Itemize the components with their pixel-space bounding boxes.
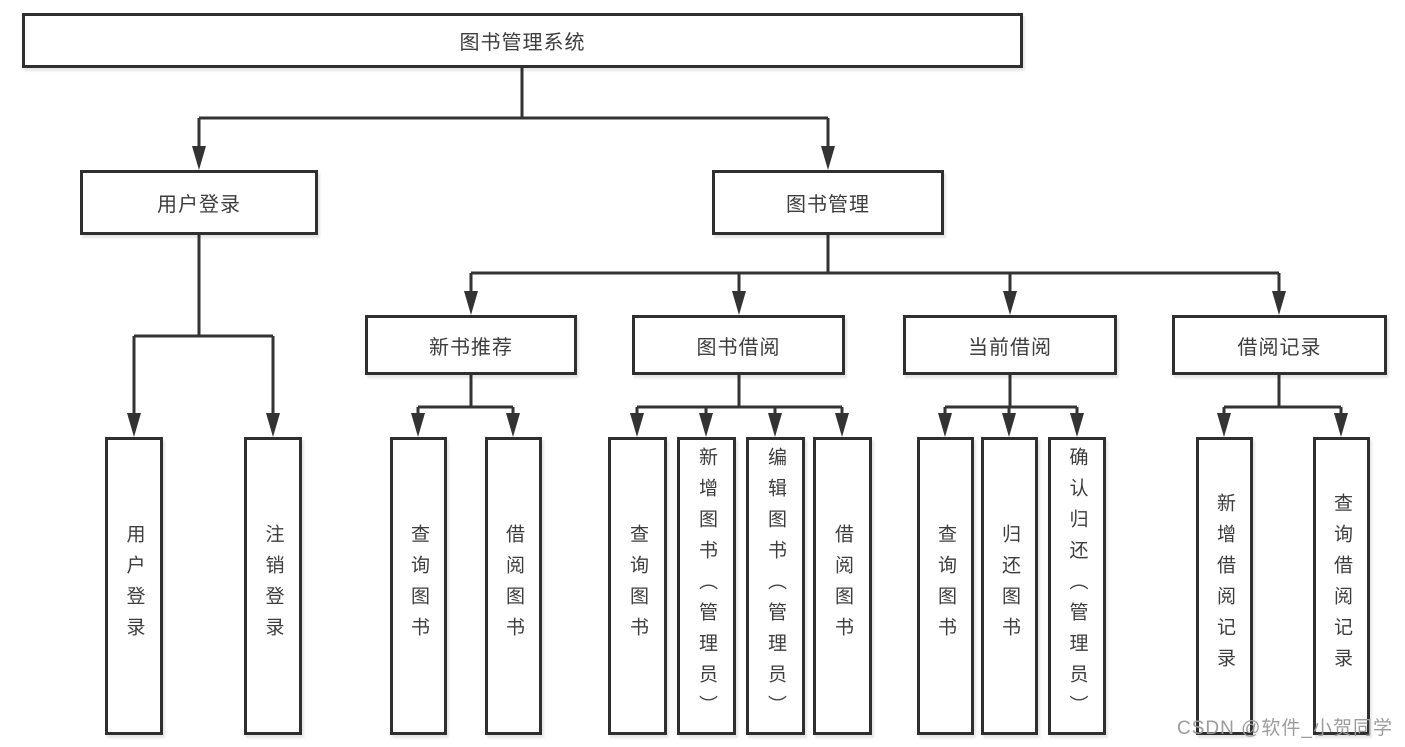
leaf-return-books: 归还图书 (981, 437, 1038, 735)
leaf-query-borrow-record: 查询借阅记录 (1313, 437, 1370, 735)
leaf-query-books-borrowing-label: 查询图书 (627, 524, 648, 648)
node-new-book-recommend-label: 新书推荐 (429, 336, 513, 359)
node-current-borrowing: 当前借阅 (903, 315, 1117, 375)
node-current-borrowing-label: 当前借阅 (968, 336, 1052, 359)
leaf-query-books-borrowing: 查询图书 (608, 437, 667, 735)
leaf-logout-label: 注销登录 (262, 524, 284, 648)
leaf-borrow-books-borrowing: 借阅图书 (813, 437, 872, 735)
leaf-borrow-books-recommend-label: 借阅图书 (503, 524, 524, 648)
leaf-add-borrow-record: 新增借阅记录 (1196, 437, 1253, 735)
node-borrowing-records-label: 借阅记录 (1237, 336, 1322, 359)
node-borrowing-records: 借阅记录 (1172, 315, 1387, 375)
leaf-confirm-return-admin: 确认归还（管理员） (1048, 437, 1106, 735)
node-user-login-label: 用户登录 (157, 194, 241, 216)
leaf-add-books-admin: 新增图书（管理员） (677, 437, 736, 735)
leaf-add-books-admin-label: 新增图书（管理员） (696, 446, 717, 726)
leaf-user-login-label: 用户登录 (123, 524, 145, 648)
node-root: 图书管理系统 (22, 13, 1023, 68)
leaf-edit-books-admin-label: 编辑图书（管理员） (765, 446, 786, 726)
leaf-user-login: 用户登录 (105, 437, 163, 735)
leaf-borrow-books-recommend: 借阅图书 (485, 437, 542, 735)
node-book-borrowing: 图书借阅 (632, 315, 845, 375)
leaf-edit-books-admin: 编辑图书（管理员） (746, 437, 805, 735)
node-user-login: 用户登录 (80, 170, 318, 235)
leaf-query-books-recommend: 查询图书 (390, 437, 447, 735)
leaf-borrow-books-borrowing-label: 借阅图书 (832, 524, 853, 648)
leaf-logout: 注销登录 (244, 437, 302, 735)
node-book-management: 图书管理 (712, 170, 944, 235)
leaf-confirm-return-admin-label: 确认归还（管理员） (1066, 446, 1088, 726)
leaf-query-books-current-label: 查询图书 (935, 524, 956, 648)
leaf-query-books-current: 查询图书 (917, 437, 974, 735)
leaf-add-borrow-record-label: 新增借阅记录 (1214, 493, 1235, 679)
node-book-borrowing-label: 图书借阅 (696, 336, 781, 359)
node-new-book-recommend: 新书推荐 (365, 315, 577, 375)
node-book-management-label: 图书管理 (786, 194, 870, 216)
node-root-label: 图书管理系统 (459, 32, 586, 54)
leaf-return-books-label: 归还图书 (999, 524, 1020, 648)
leaf-query-borrow-record-label: 查询借阅记录 (1331, 493, 1352, 679)
leaf-query-books-recommend-label: 查询图书 (408, 524, 429, 648)
